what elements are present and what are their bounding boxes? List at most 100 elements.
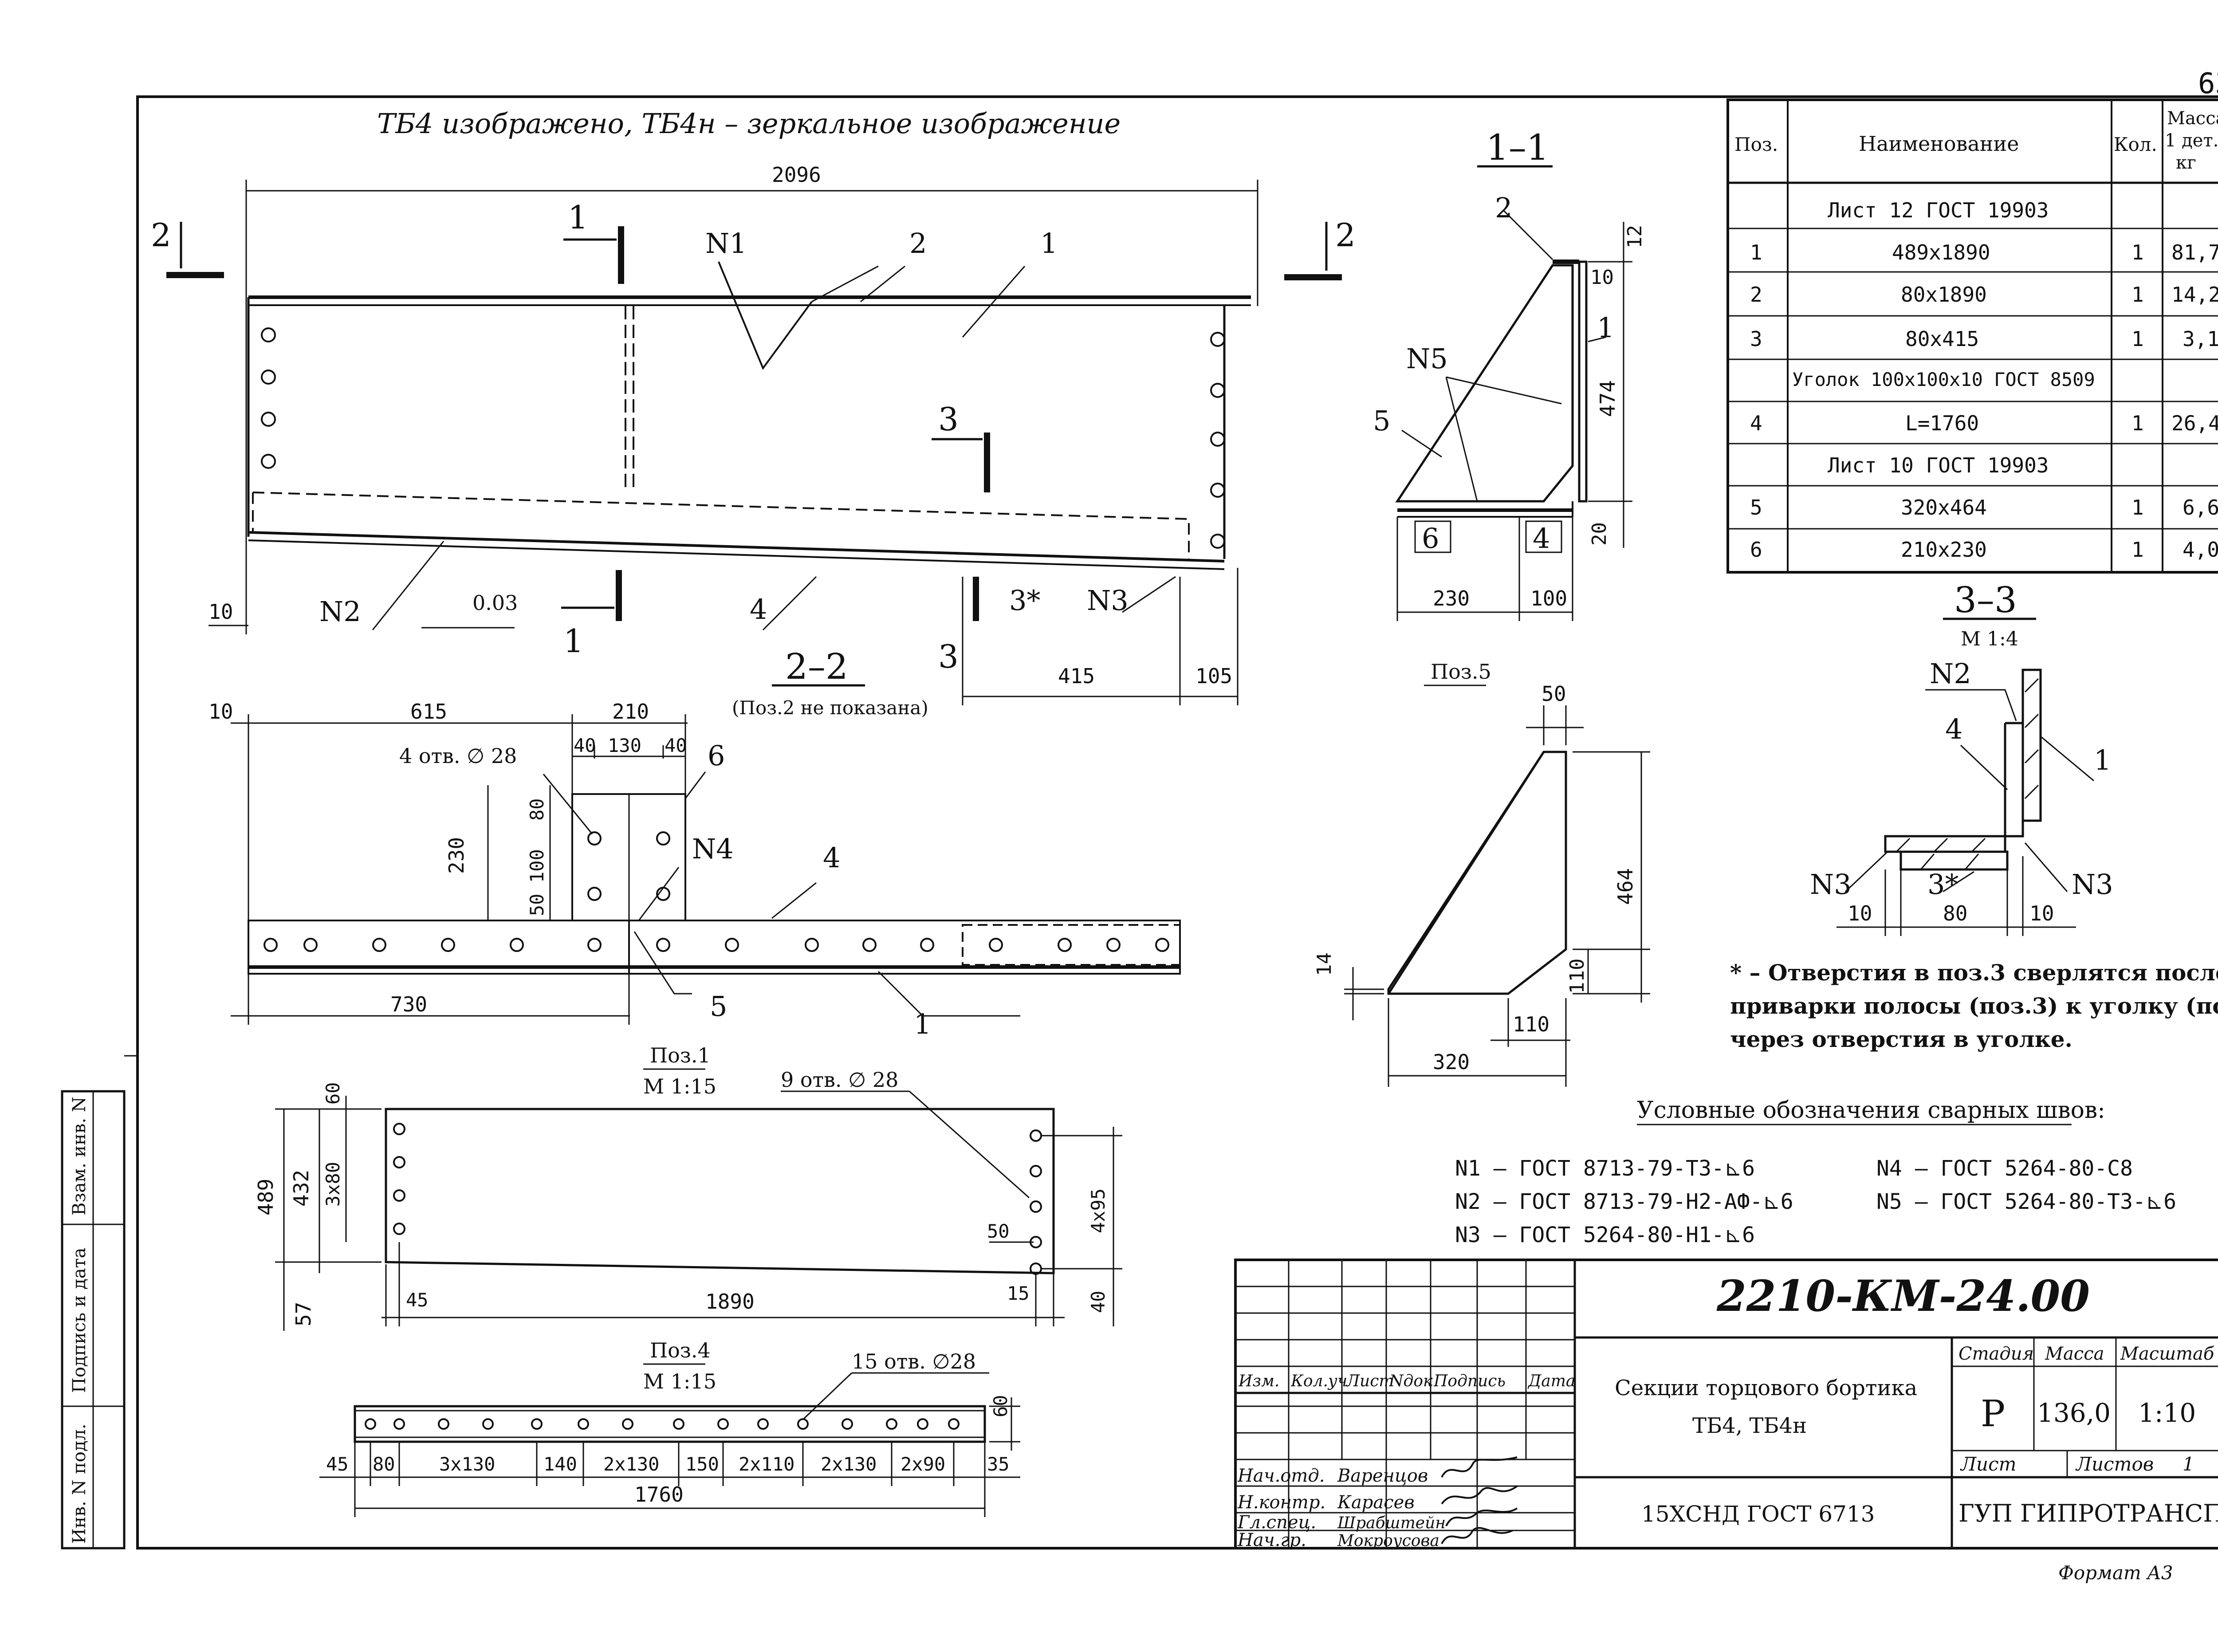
sheet-frame	[136, 95, 2218, 1550]
s22-dim-100: 100	[526, 849, 548, 883]
pos5-title: Поз.5	[1431, 660, 1491, 684]
spec-r2-name: 80x1890	[1901, 283, 1987, 307]
s11-label-4: 4	[1533, 522, 1550, 555]
s33-label-4: 4	[1945, 713, 1962, 745]
section-2-2-title: 2–2	[785, 646, 848, 687]
tb-stage-label: Стадия	[1958, 1344, 2034, 1364]
spec-r7-mass: 6,6	[2183, 496, 2218, 519]
pos4-dim-2x130b: 2x130	[821, 1453, 877, 1475]
s22-dim-730: 730	[390, 992, 427, 1016]
pos5-dim-110v: 110	[1566, 959, 1589, 994]
footnote-line-1: * – Отверстия в поз.3 сверлятся после	[1730, 960, 2218, 986]
tb-scale-label: Масштаб	[2120, 1344, 2214, 1364]
section-mark-1-bottom: 1	[561, 570, 622, 660]
spec-r5-name: L=1760	[1905, 411, 1979, 435]
main-view: 2096 1 1 2	[151, 163, 1356, 705]
spec-r1-name: 489x1890	[1892, 240, 1990, 264]
spec-r0-name: Лист 12 ГОСТ 19903	[1828, 198, 2049, 222]
format-label: Формат А3	[2058, 1562, 2173, 1584]
spec-r7-name: 320x464	[1901, 496, 1987, 519]
footnote-line-3: через отверстия в уголке.	[1730, 1026, 2072, 1052]
label-n1: N1	[705, 227, 747, 260]
s22-label-5: 5	[710, 990, 727, 1023]
svg-text:2: 2	[1335, 216, 1356, 254]
spec-r3-mass: 3,1	[2183, 327, 2218, 351]
s22-dim-40b: 40	[665, 735, 687, 756]
pos4-title: Поз.4	[650, 1338, 711, 1362]
tb-code: 2210-КМ-24.00	[1716, 1271, 2090, 1321]
pos4-dim-35: 35	[987, 1453, 1010, 1475]
spec-r3-name: 80x415	[1905, 327, 1979, 351]
tb-role-2: Н.контр.	[1237, 1492, 1325, 1513]
spec-r1-mass: 81,7	[2171, 240, 2218, 264]
tb-col-podpis: Подпись	[1433, 1372, 1506, 1390]
pos1-dim-1890: 1890	[705, 1290, 755, 1314]
svg-text:3: 3	[938, 638, 959, 675]
spec-table: Поз. Наименование Кол. Масса 1 дет. кг Л…	[1726, 98, 2218, 574]
tb-name-3: Шрабштейн	[1337, 1514, 1446, 1532]
section-3-3: 3–3 М 1:4 N2 4 1 N3 3* N3 10 80 10	[1810, 579, 2113, 936]
svg-text:3: 3	[938, 401, 959, 438]
label-pos3: 3*	[1009, 584, 1040, 617]
spec-r2-pos: 2	[1750, 283, 1762, 307]
pos5-dim-14: 14	[1313, 952, 1336, 976]
spec-r8-pos: 6	[1750, 538, 1762, 562]
tb-sheets-label: Листов	[2075, 1453, 2154, 1475]
pos1-view: Поз.1 М 1:15 9 отв. ∅ 28 489 432 60 3x80…	[254, 1043, 1122, 1331]
pos5-dim-50: 50	[1542, 682, 1566, 706]
s22-holes: 4 отв. ∅ 28	[399, 744, 517, 768]
tb-role-1: Нач.отд.	[1237, 1466, 1325, 1486]
page-number: 63	[2198, 67, 2218, 100]
pos1-dim-50: 50	[987, 1220, 1010, 1242]
s33-dim-80: 80	[1943, 901, 1967, 925]
spec-r5-pos: 4	[1750, 411, 1762, 435]
spec-r6-name: Лист 10 ГОСТ 19903	[1828, 453, 2049, 477]
svg-text:1: 1	[568, 199, 588, 236]
s33-dim-10a: 10	[1848, 901, 1872, 925]
section-mark-2-right: 2	[1284, 216, 1356, 280]
pos1-dim-489: 489	[254, 1179, 278, 1215]
s22-label-1: 1	[914, 1008, 931, 1040]
s33-label-3star: 3*	[1927, 868, 1958, 901]
pos1-dim-432: 432	[289, 1170, 313, 1207]
tb-col-data: Дата	[1527, 1372, 1575, 1390]
tb-col-kol: Кол.уч	[1290, 1372, 1347, 1390]
section-mark-1-top: 1	[563, 199, 624, 284]
s22-dim-230: 230	[444, 837, 468, 874]
s22-label-6: 6	[708, 739, 725, 772]
s11-dim-100: 100	[1530, 586, 1567, 610]
spec-header-mass-2: 1 дет.	[2165, 130, 2218, 151]
pos4-view: Поз.4 М 1:15 15 отв. ∅28 60	[319, 1338, 1020, 1517]
tb-title-line-2: ТБ4, ТБ4н	[1692, 1413, 1807, 1438]
spec-r2-qty: 1	[2131, 283, 2144, 307]
spec-r7-qty: 1	[2131, 496, 2144, 519]
tb-sheet-label: Лист	[1960, 1453, 2016, 1475]
s11-dim-12: 12	[1624, 225, 1646, 248]
spec-r8-mass: 4,0	[2183, 538, 2218, 562]
s22-dim-130: 130	[608, 735, 641, 756]
weld-n5: N5 – ГОСТ 5264-80-Т3-⊾6	[1876, 1189, 2176, 1214]
pos1-holes: 9 отв. ∅ 28	[781, 1068, 898, 1092]
spec-r4-name: Уголок 100x100x10 ГОСТ 8509	[1792, 369, 2095, 390]
section-2-2: 2–2 (Поз.2 не показана) 10 615 210 40 13…	[208, 646, 1181, 1040]
section-3-3-title: 3–3	[1954, 579, 2017, 621]
pos5-view: Поз.5 50 464 14 110 110 320	[1313, 660, 1650, 1087]
tb-scale: 1:10	[2138, 1398, 2196, 1428]
section-mark-3-top: 3	[932, 401, 990, 492]
pos1-dim-60: 60	[322, 1082, 344, 1105]
s11-dim-20: 20	[1588, 522, 1611, 546]
dim-105: 105	[1196, 664, 1232, 688]
s11-label-6: 6	[1422, 522, 1439, 555]
s33-label-n3-right: N3	[2072, 868, 2113, 901]
spec-header-name: Наименование	[1859, 132, 2019, 156]
spec-r8-name: 210x230	[1901, 538, 1987, 562]
pos4-holes: 15 отв. ∅28	[852, 1349, 976, 1373]
tb-mass: 136,0	[2037, 1398, 2111, 1428]
weld-n1: N1 – ГОСТ 8713-79-Т3-⊾6	[1455, 1156, 1755, 1181]
section-3-3-scale: М 1:4	[1961, 628, 2018, 650]
spec-r5-qty: 1	[2131, 411, 2144, 435]
label-n2: N2	[319, 595, 361, 628]
pos1-dim-45: 45	[406, 1289, 429, 1311]
s22-label-4: 4	[823, 842, 840, 874]
tb-name-1: Варенцов	[1337, 1466, 1428, 1486]
